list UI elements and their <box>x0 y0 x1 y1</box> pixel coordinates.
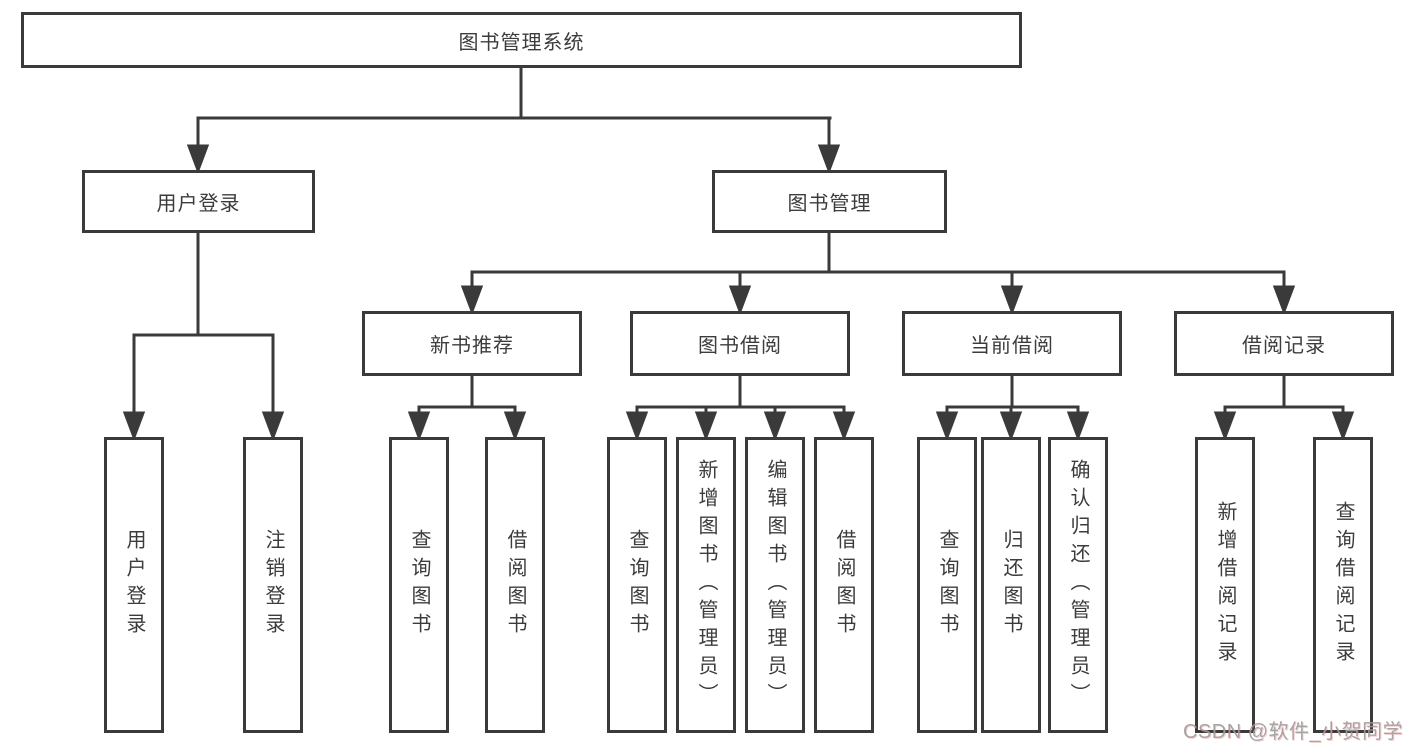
node-borrow-record: 借阅记录 <box>1174 311 1394 376</box>
leaf-add-book-admin: 新增图书（管理员） <box>676 437 736 733</box>
connector-root-to-level2 <box>186 66 841 175</box>
node-root-system: 图书管理系统 <box>21 12 1022 68</box>
leaf-borrow-book-borrow: 借阅图书 <box>814 437 874 733</box>
connector-current-borrow-fork <box>935 374 1090 442</box>
leaf-logout: 注销登录 <box>243 437 303 733</box>
connector-book-mgmt-to-level3 <box>460 231 1296 316</box>
node-user-login-group: 用户登录 <box>82 170 315 233</box>
connector-borrow-record-fork <box>1213 374 1355 442</box>
leaf-confirm-return-admin: 确认归还（管理员） <box>1048 437 1108 733</box>
watermark: CSDN @软件_小贺同学 <box>1183 721 1404 743</box>
leaf-query-book-current: 查询图书 <box>917 437 977 733</box>
connector-new-book-fork <box>407 374 527 442</box>
leaf-query-borrow-record: 查询借阅记录 <box>1313 437 1373 733</box>
node-current-borrow: 当前借阅 <box>902 311 1122 376</box>
node-book-borrow: 图书借阅 <box>630 311 850 376</box>
leaf-user-login: 用户登录 <box>104 437 164 733</box>
leaf-query-book-borrow: 查询图书 <box>607 437 667 733</box>
node-book-mgmt-group: 图书管理 <box>712 170 947 233</box>
leaf-add-borrow-record: 新增借阅记录 <box>1195 437 1255 733</box>
leaf-return-book: 归还图书 <box>981 437 1041 733</box>
leaf-edit-book-admin: 编辑图书（管理员） <box>745 437 805 733</box>
connector-user-login-fork <box>122 231 285 442</box>
connector-book-borrow-fork <box>625 374 856 442</box>
leaf-borrow-book-newbook: 借阅图书 <box>485 437 545 733</box>
leaf-query-book-newbook: 查询图书 <box>389 437 449 733</box>
node-new-book-recommend: 新书推荐 <box>362 311 582 376</box>
